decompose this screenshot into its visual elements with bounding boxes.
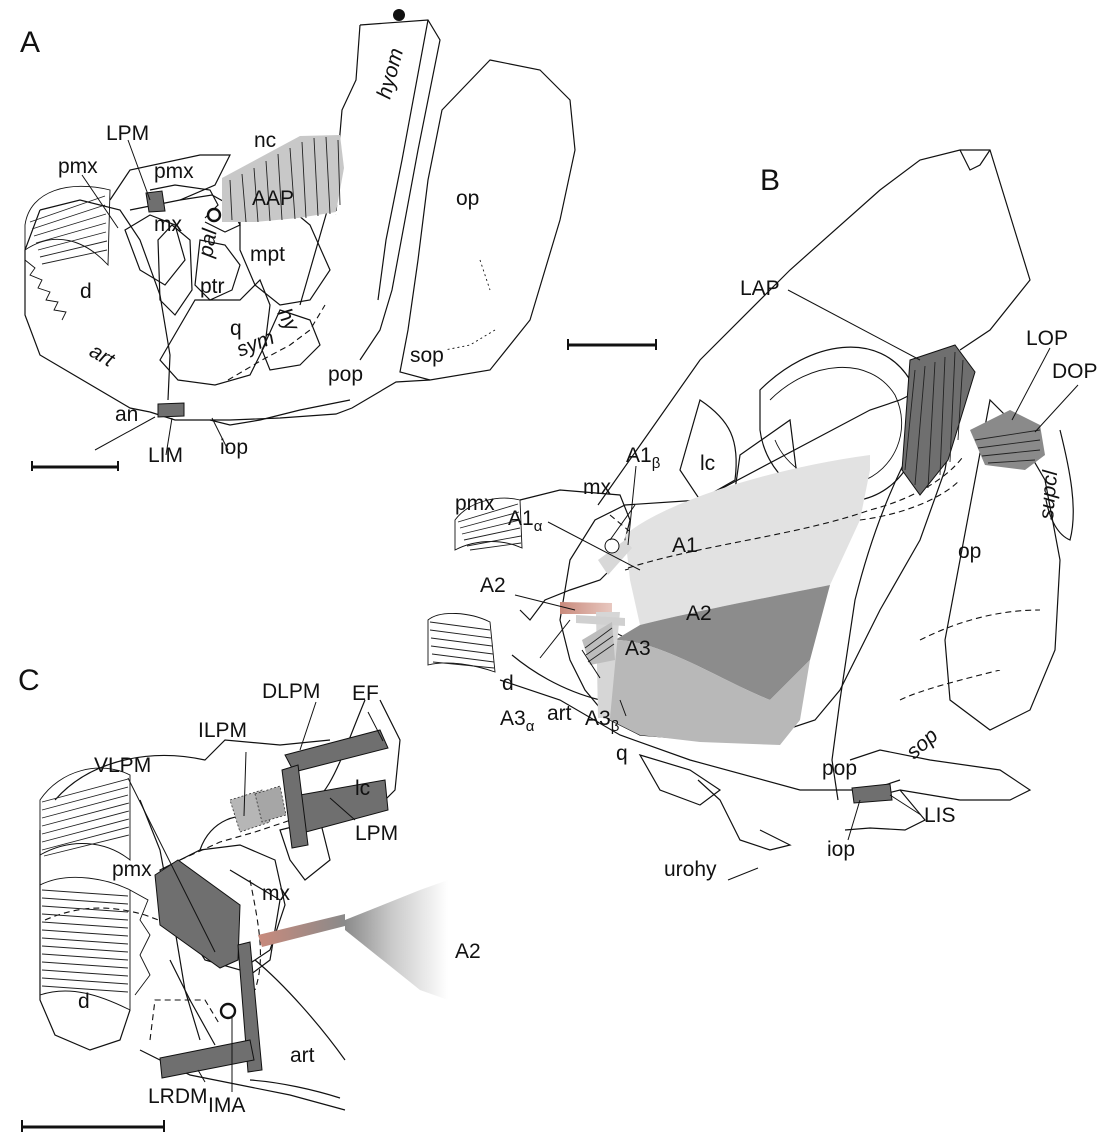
panel-a-scale-bar: [32, 461, 118, 471]
label-lpm-a: LPM: [106, 122, 149, 145]
label-iop-b: iop: [827, 838, 855, 861]
label-ef: EF: [352, 682, 379, 705]
label-lrdm: LRDM: [148, 1085, 208, 1108]
label-mx-b: mx: [583, 476, 611, 499]
label-op-b: op: [958, 540, 981, 563]
panel-b: B: [428, 150, 1098, 881]
panel-c-teeth: [40, 768, 150, 1010]
label-art-b: art: [547, 702, 572, 725]
panel-a-teeth-premaxilla: [25, 186, 110, 320]
label-d-c: d: [78, 990, 90, 1013]
label-mpt: mpt: [250, 243, 285, 266]
label-lis: LIS: [924, 804, 956, 827]
panel-a: A: [20, 9, 575, 471]
label-a2-b: A2: [686, 602, 712, 625]
label-dlpm: DLPM: [262, 680, 320, 703]
label-a1: A1: [672, 534, 698, 557]
label-aap: AAP: [252, 187, 294, 210]
label-hy: hy: [273, 305, 304, 337]
pivot-ring-marker: [208, 209, 220, 221]
label-d-a: d: [80, 280, 92, 303]
label-hyom: hyom: [373, 46, 409, 102]
label-ima: IMA: [208, 1094, 245, 1117]
label-sop-a: sop: [410, 344, 444, 367]
panel-c-muscles: [155, 730, 448, 1078]
label-pmx-inner-a: pmx: [154, 160, 194, 183]
label-sop-b: sop: [902, 724, 943, 764]
label-nc: nc: [254, 129, 276, 152]
label-a1-alpha: A1α: [508, 507, 543, 535]
panel-c-letter: C: [18, 664, 40, 697]
label-op-a: op: [456, 187, 479, 210]
label-an: an: [115, 403, 138, 426]
label-lc-c: lc: [355, 777, 370, 800]
label-pmx-c: pmx: [112, 858, 152, 881]
label-vlpm: VLPM: [94, 754, 151, 777]
label-lpm-c: LPM: [355, 822, 398, 845]
label-supcl: supcl: [1035, 468, 1062, 520]
label-lap: LAP: [740, 277, 780, 300]
label-urohy: urohy: [664, 858, 717, 881]
label-ilpm: ILPM: [198, 719, 247, 742]
label-mx-a: mx: [154, 213, 182, 236]
label-a2-left-b: A2: [480, 574, 506, 597]
panel-c-scale-bar: [22, 1120, 164, 1132]
label-pop-a: pop: [328, 363, 363, 386]
label-a3-alpha: A3α: [500, 707, 535, 735]
panel-b-scale-bar: [568, 339, 656, 350]
panel-a-letter: A: [20, 26, 40, 59]
label-pmx-outer-a: pmx: [58, 155, 98, 178]
label-q-b: q: [616, 742, 628, 765]
label-a3: A3: [625, 637, 651, 660]
label-pal: pal: [194, 226, 222, 260]
label-lc-b: lc: [700, 452, 715, 475]
panel-b-letter: B: [760, 164, 780, 197]
ima-pivot-marker: [221, 1004, 235, 1018]
panel-a-labels: hyom nc op pmx LPM pmx AAP mx pal mpt pt…: [58, 46, 479, 467]
label-pmx-b: pmx: [455, 492, 495, 515]
panel-b-dark-muscles: [852, 345, 1045, 803]
panel-c: C: [18, 664, 481, 1132]
label-dop: DOP: [1052, 360, 1098, 383]
label-a2-c: A2: [455, 940, 481, 963]
label-art-a: art: [86, 339, 120, 372]
label-pop-b: pop: [822, 757, 857, 780]
label-iop-a: iop: [220, 436, 248, 459]
label-art-c: art: [290, 1044, 315, 1067]
label-a1-beta: A1β: [626, 444, 661, 472]
label-d-b: d: [502, 672, 514, 695]
label-mx-c: mx: [262, 882, 290, 905]
label-q-a: q: [230, 317, 242, 340]
label-lim: LIM: [148, 444, 183, 467]
pivot-dot-marker: [393, 9, 405, 21]
label-ptr: ptr: [200, 275, 225, 298]
label-lop: LOP: [1026, 327, 1068, 350]
